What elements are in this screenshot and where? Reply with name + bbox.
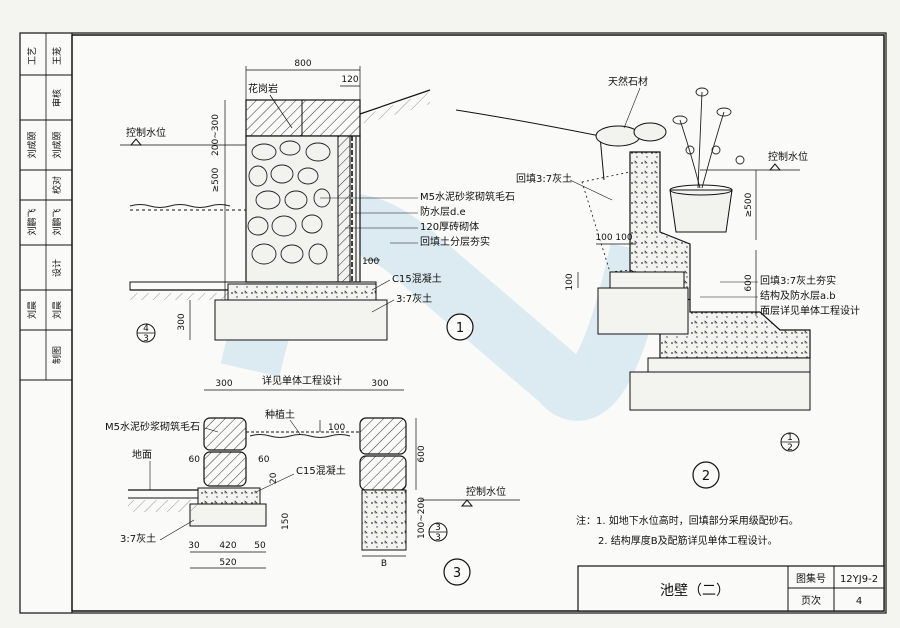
dim-300b: 300 xyxy=(371,379,388,389)
ref-d1-top: 4 xyxy=(143,324,149,334)
label-brick-1: 120厚砖砌体 xyxy=(420,220,479,233)
label-waterproof-1: 防水层d.e xyxy=(420,205,466,218)
dim-100-d3: 100 xyxy=(328,423,345,433)
label-structure: 结构及防水层a.b xyxy=(760,289,836,302)
label-lime-1: 3:7灰土 xyxy=(396,292,432,305)
dim-b: B xyxy=(381,559,387,569)
dim-420: 420 xyxy=(219,541,236,551)
dim-200-300: 200~300 xyxy=(211,114,221,156)
dim-300-d1: 300 xyxy=(177,313,187,330)
label-stone: 天然石材 xyxy=(608,75,648,88)
dim-50: 50 xyxy=(254,541,266,551)
detail-2-marker xyxy=(692,461,720,489)
lime-soil-1 xyxy=(214,299,388,341)
dim-100a-d2: 100 xyxy=(595,233,612,243)
label-control-water-2: 控制水位 xyxy=(768,150,808,163)
flower-plant xyxy=(672,87,745,189)
label-masonry-3: M5水泥砂浆砌筑毛石 xyxy=(105,420,200,433)
atlas-label: 图集号 xyxy=(796,572,826,585)
note-line-2: 2. 结构厚度B及配筋详见单体工程设计。 xyxy=(598,534,778,547)
planter-pot xyxy=(669,189,733,233)
dim-30: 30 xyxy=(188,541,200,551)
dim-100-200: 100~200 xyxy=(417,497,427,539)
label-base: 面层详见单体工程设计 xyxy=(760,304,860,317)
structure-wall-d3 xyxy=(361,489,407,551)
sidebar-label-craft: 工艺 xyxy=(27,47,38,65)
label-masonry-1: M5水泥砂浆砌筑毛石 xyxy=(420,190,515,203)
sidebar-name-1: 刘成颐 xyxy=(26,131,38,158)
label-backfill-tamp: 回填3:7灰土夯实 xyxy=(760,274,836,287)
dim-120: 120 xyxy=(341,75,358,85)
dim-20: 20 xyxy=(269,472,279,484)
page-number: 4 xyxy=(856,596,862,607)
atlas-number: 12YJ9-2 xyxy=(840,574,878,585)
sidebar-label-draw: 制图 xyxy=(51,346,63,364)
sheet-title: 池壁（二） xyxy=(660,583,730,599)
label-backfill-1: 回填土分层夯实 xyxy=(420,235,490,248)
dim-60b: 60 xyxy=(258,455,270,465)
page-label: 页次 xyxy=(801,594,821,607)
ref-d1-bottom: 3 xyxy=(143,334,149,344)
dim-600-d2: 600 xyxy=(744,274,754,291)
sidebar-signature-2: 刘鹏飞 xyxy=(51,208,63,235)
dim-100c-d2: 100 xyxy=(565,273,575,290)
brick-wall xyxy=(337,135,351,283)
dim-100b-d2: 100 xyxy=(615,233,632,243)
ref-d2-top: 1 xyxy=(787,433,793,443)
natural-stone xyxy=(595,125,641,147)
sidebar-name-3: 刘晨 xyxy=(26,301,38,319)
sidebar-signature-1: 刘成颐 xyxy=(51,131,63,158)
detail-2-number: 2 xyxy=(702,469,710,484)
note-line-1: 注：1. 如地下水位高时，回填部分采用级配砂石。 xyxy=(576,514,799,527)
label-control-water-1: 控制水位 xyxy=(126,126,166,139)
ref-d3-top: 3 xyxy=(435,523,441,533)
detail-3-number: 3 xyxy=(453,566,461,581)
dim-600-d3: 600 xyxy=(417,445,427,462)
label-c15-3: C15混凝土 xyxy=(296,464,346,477)
ref-d3-bottom: 3 xyxy=(435,533,441,543)
sidebar: 工艺 王茏 审核 刘成颐 刘成颐 校对 刘鹏飞 刘鹏飞 设计 刘晨 刘晨 制图 xyxy=(19,32,73,614)
c15-concrete-1 xyxy=(227,283,377,301)
sidebar-signature-3: 刘晨 xyxy=(51,301,63,319)
title-block: 池壁（二） 图集号 12YJ9-2 页次 4 xyxy=(577,565,885,612)
dim-300a: 300 xyxy=(215,379,232,389)
sidebar-name-2: 刘鹏飞 xyxy=(26,208,38,235)
dim-100-d1: 100 xyxy=(362,257,379,267)
dim-500-d2: ≥500 xyxy=(744,192,754,217)
detail-1-marker xyxy=(446,313,474,341)
lime-soil-3 xyxy=(189,503,267,527)
label-soil-3: 种植土 xyxy=(265,408,295,421)
dim-60a: 60 xyxy=(189,455,201,465)
sidebar-label-design: 设计 xyxy=(51,259,63,277)
sidebar-label-check: 校对 xyxy=(51,176,63,194)
c15-concrete-3 xyxy=(197,487,261,505)
dim-150: 150 xyxy=(281,513,291,530)
dim-800: 800 xyxy=(294,59,311,69)
sidebar-signature-craft: 王茏 xyxy=(51,47,63,65)
detail-3-marker xyxy=(443,558,471,586)
sidebar-label-review: 审核 xyxy=(51,89,63,107)
label-backfill-lime: 回填3:7灰土 xyxy=(516,172,572,185)
label-control-water-3: 控制水位 xyxy=(466,485,506,498)
dim-520: 520 xyxy=(219,558,236,568)
label-granite: 花岗岩 xyxy=(248,82,278,95)
ref-d2-bottom: 2 xyxy=(787,443,793,453)
detail-2: ≥500 600 100 100 100 天然石材 控制水位 回填3:7灰土 回… xyxy=(455,75,860,489)
label-lime-3: 3:7灰土 xyxy=(120,532,156,545)
detail-1: 800 120 200~300 ≥500 100 300 花岗岩 控制水位 M5… xyxy=(120,59,515,344)
detail-3: 详见单体工程设计 300 300 100 60 60 20 150 600 10… xyxy=(105,374,520,586)
label-ground: 地面 xyxy=(132,448,152,461)
label-note-d3: 详见单体工程设计 xyxy=(262,374,342,387)
detail-1-number: 1 xyxy=(456,321,464,336)
label-c15-1: C15混凝土 xyxy=(392,272,442,285)
dim-500: ≥500 xyxy=(211,167,221,192)
granite-cap xyxy=(245,99,361,137)
